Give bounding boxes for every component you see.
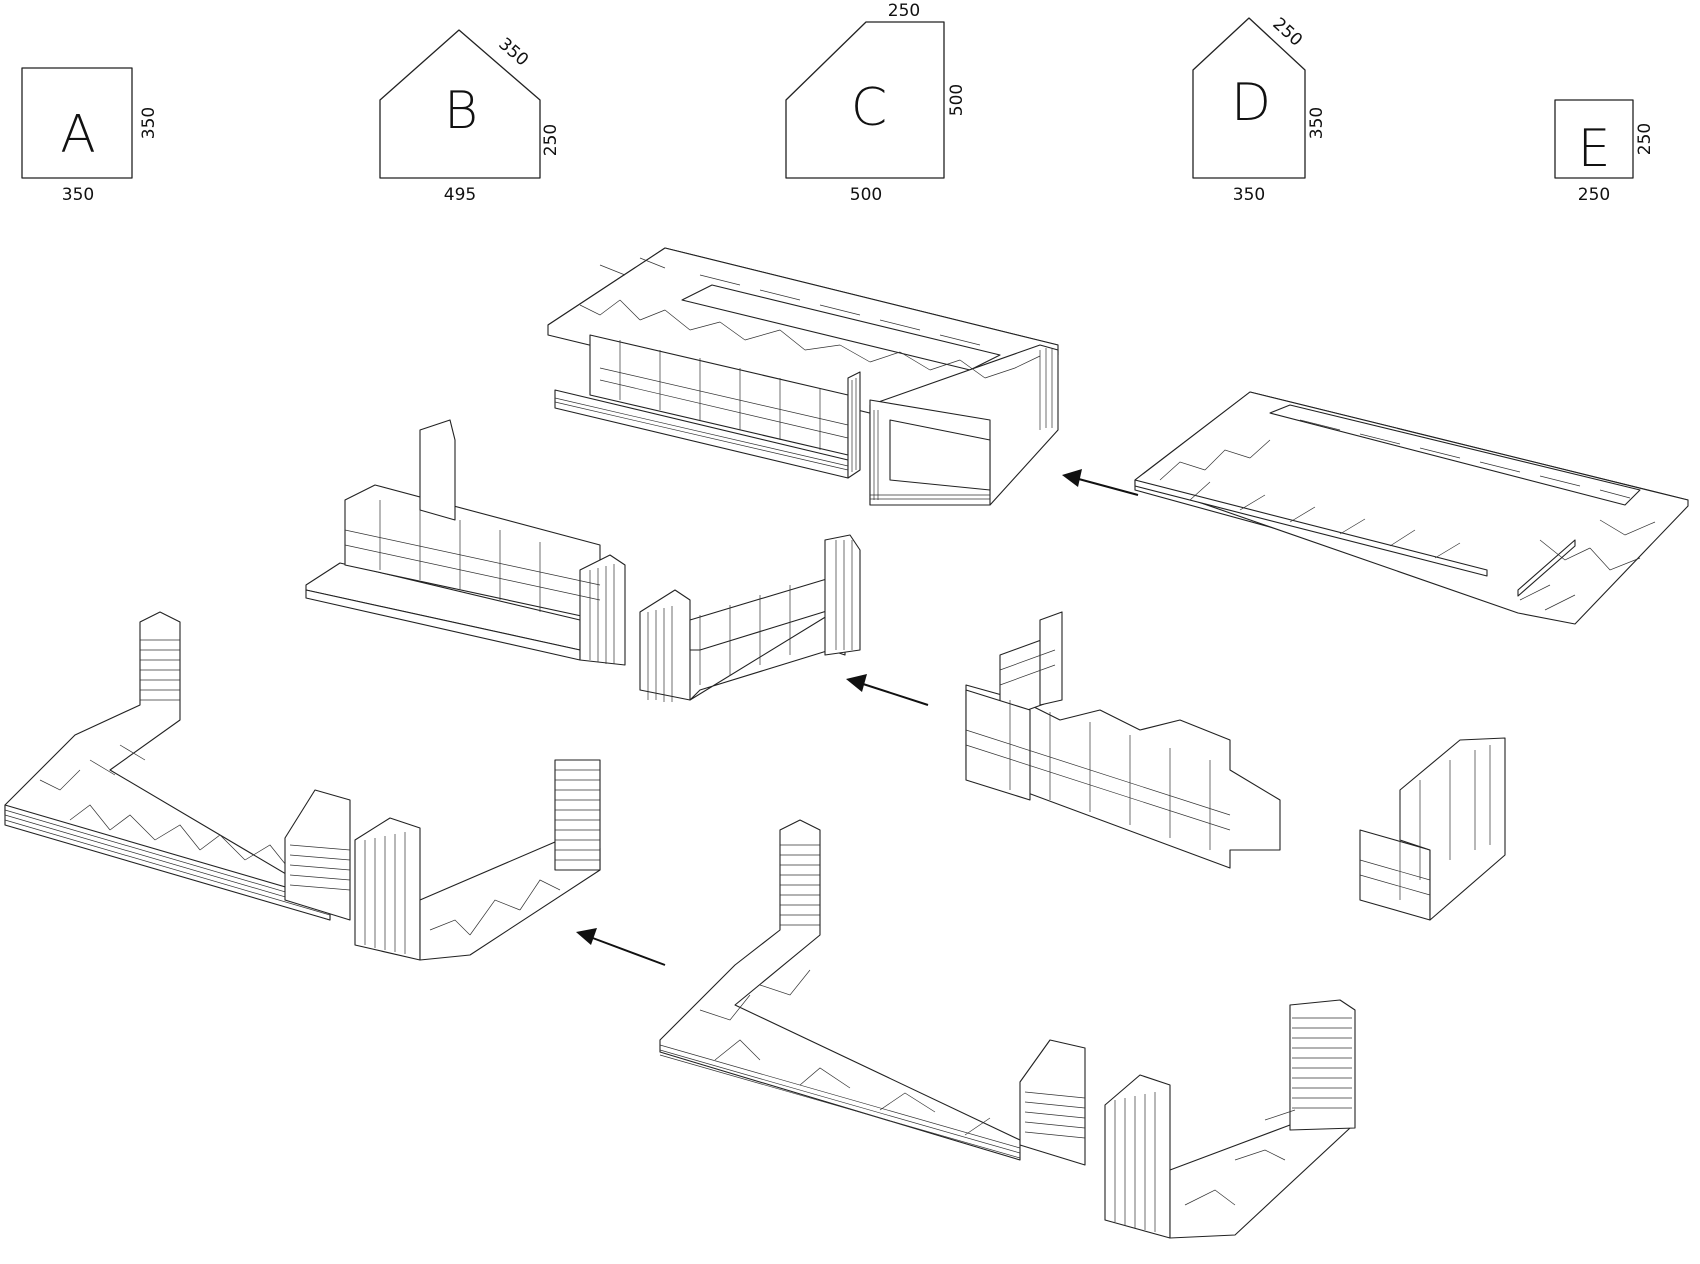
- tile-b-letter: B: [444, 81, 478, 141]
- tile-e: E 250 250: [1554, 99, 1655, 205]
- tile-c: C 250 500 500: [785, 1, 967, 205]
- tile-a-dim-bottom: 350: [62, 185, 94, 205]
- tile-c-dim-right: 500: [947, 84, 967, 116]
- tile-c-dim-top: 250: [888, 1, 920, 21]
- tile-a-dim-right: 350: [139, 107, 159, 139]
- tile-a-letter: A: [60, 105, 96, 165]
- tile-c-outline: [785, 21, 945, 179]
- tile-a: A 350 350: [21, 67, 159, 205]
- tile-b-outline: [379, 29, 541, 179]
- tile-d: D 250 350 350: [1192, 14, 1327, 205]
- tile-d-letter: D: [1231, 73, 1271, 133]
- stepped-wall-medium: [305, 419, 861, 702]
- tile-b: B 350 250 495: [379, 29, 561, 205]
- zigzag-wall-medium: [965, 611, 1506, 921]
- assembly-arrows: [576, 469, 1139, 966]
- arrow-top: [1062, 469, 1139, 496]
- tile-legend: A 350 350 B 350 250 495 C 250 500 500 D …: [21, 1, 1655, 205]
- tile-d-dim-right: 350: [1307, 107, 1327, 139]
- tile-e-outline: [1554, 99, 1634, 179]
- tile-d-outline: [1192, 17, 1306, 179]
- tile-e-letter: E: [1578, 119, 1611, 179]
- tile-d-dim-bottom: 350: [1233, 185, 1265, 205]
- raised-rect-ring: [547, 247, 1059, 506]
- arrow-bottom: [576, 928, 666, 966]
- tile-c-dim-bottom: 500: [850, 185, 882, 205]
- zigzag-wall-large: [4, 611, 601, 961]
- tile-e-dim-right: 250: [1635, 123, 1655, 155]
- tile-a-outline: [21, 67, 133, 179]
- tile-c-letter: C: [851, 78, 887, 138]
- tile-b-dim-right: 250: [541, 124, 561, 156]
- flat-rect-ring: [1134, 391, 1689, 625]
- tile-e-dim-bottom: 250: [1578, 185, 1610, 205]
- arrow-middle: [846, 674, 929, 706]
- stepped-wall-large: [659, 819, 1356, 1239]
- tile-b-dim-bottom: 495: [444, 185, 476, 205]
